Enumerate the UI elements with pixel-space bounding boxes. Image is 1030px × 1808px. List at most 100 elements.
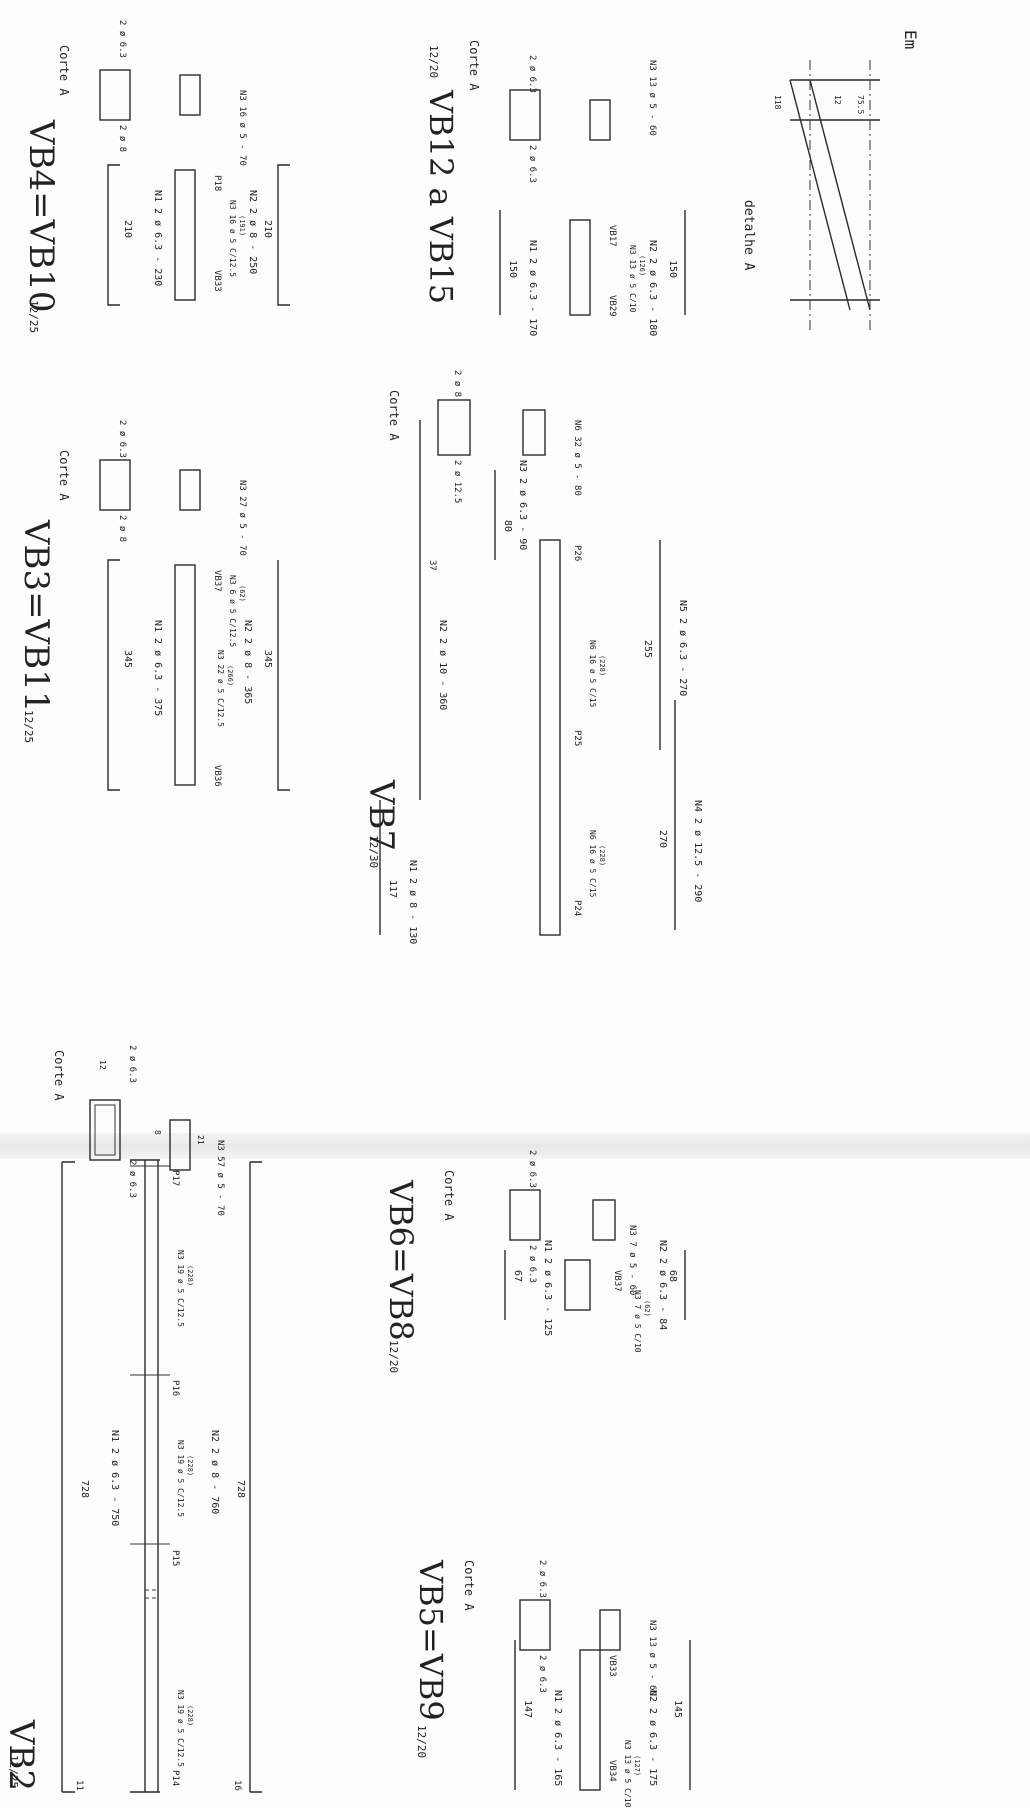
vb4-n2-bar	[277, 164, 290, 306]
vb5-corte-section	[519, 1599, 551, 1651]
vb2-n1-hook: 11	[74, 1780, 84, 1791]
vb2-group: VB2 12/25 11 728 N1 2 ø 6.3 - 750 P14 P1…	[1, 1045, 262, 1793]
vb5-stirrup: N3 13 ø 5 C/10	[623, 1740, 632, 1808]
vb7-n5-label: N5 2 ø 6.3 - 270	[677, 600, 688, 696]
detail-a-label: detalhe A	[741, 200, 756, 271]
vb2-section: 12/25	[7, 1755, 20, 1788]
vb3-n3-label: N3 27 ø 5 - 70	[237, 480, 247, 556]
vb2-n1-label: N1 2 ø 6.3 - 750	[109, 1430, 120, 1526]
vb7-stirrup-1: N6 16 ø 5 C/15	[588, 830, 597, 898]
vb4-pillar-label: P18	[212, 175, 222, 191]
vb4-n1-bar	[107, 164, 120, 306]
vb5-n2-label: N2 2 ø 6.3 - 175	[647, 1690, 658, 1786]
vb4-title: VB4=VB10	[21, 119, 61, 312]
vb4-stirrup-sub: (191)	[238, 215, 246, 236]
vb12-corte-2	[589, 99, 611, 141]
vb7-n6-label: N6 32 ø 5 - 80	[572, 420, 582, 496]
vb7-title: VB7	[361, 779, 401, 851]
vb2-n2-length: 728	[235, 1480, 246, 1498]
vb6-group: VB6=VB8 12/20 67 N1 2 ø 6.3 - 125 VB37 N…	[382, 1150, 686, 1373]
vb7-n1-label: N1 2 ø 8 - 130	[407, 860, 418, 944]
vb3-n1-length: 345	[122, 650, 133, 668]
vb6-n2-length: 68	[667, 1270, 678, 1282]
detail-a-frame	[789, 79, 880, 311]
vb5-n2-length: 145	[672, 1700, 683, 1718]
vb6-beam	[564, 1259, 591, 1311]
vb12-beam	[569, 219, 591, 316]
vb12-corte-title: Corte A	[467, 40, 481, 91]
vb3-n1-label: N1 2 ø 6.3 - 375	[152, 620, 163, 716]
vb2-splice	[145, 1589, 158, 1599]
corner-text: Em	[901, 30, 920, 49]
vb5-n3-label: N3 13 ø 5 - 60	[647, 1620, 657, 1696]
detail-a-dim-1: 118	[773, 95, 782, 110]
vb2-n2-hook: 16	[232, 1780, 242, 1791]
vb4-beam-label: VB33	[212, 270, 222, 292]
vb3-beam-b: VB37	[212, 570, 222, 592]
vb7-pillar-2: P25	[572, 730, 582, 746]
vb6-corte-bottom-bars: 2 ø 6.3	[527, 1245, 537, 1283]
vb3-beam	[174, 564, 196, 786]
vb5-corte-bottom-bars: 2 ø 6.3	[537, 1655, 547, 1693]
vb7-n5-length: 255	[642, 640, 653, 658]
vb4-n1-length: 210	[122, 220, 133, 238]
vb2-pillar-lines	[130, 1165, 170, 1545]
vb12-stirrup: N3 13 ø 5 C/10	[628, 245, 637, 313]
vb12-section: 12/20	[427, 45, 440, 78]
vb5-section: 12/20	[415, 1725, 428, 1758]
vb7-pillar-1: P24	[572, 900, 582, 916]
vb6-title: VB6=VB8	[382, 1179, 420, 1341]
vb3-corte-section	[99, 459, 131, 511]
vb6-beam-label: VB37	[612, 1270, 622, 1292]
vb3-corte-2	[179, 469, 201, 511]
detail-a-axes	[809, 60, 871, 330]
vb12-corte-section	[509, 89, 541, 141]
vb4-n2-label: N2 2 ø 8 - 250	[247, 190, 258, 274]
vb7-stirrup-2: N6 16 ø 5 C/15	[588, 640, 597, 708]
vb2-corte-title: Corte A	[52, 1050, 66, 1101]
vb2-n2-bar	[249, 1161, 262, 1793]
vb5-title: VB5=VB9	[412, 1559, 450, 1721]
vb2-corte2-height: 21	[196, 1135, 205, 1145]
vb3-stirrup-1-sub: (266)	[226, 665, 234, 686]
vb6-corte-section	[509, 1189, 541, 1241]
vb2-pillar-1: P14	[170, 1770, 180, 1786]
vb6-stirrup: N3 7 ø 5 C/10	[633, 1290, 642, 1353]
vb4-corte-bottom-bars: 2 ø 8	[117, 125, 127, 152]
vb5-beam-a: VB33	[607, 1655, 617, 1677]
vb7-corte-section	[437, 399, 471, 456]
vb7-n4-length: 270	[657, 830, 668, 848]
vb7-corte-2	[522, 409, 546, 456]
vb2-pillar-3: P16	[170, 1380, 180, 1396]
vb6-section: 12/20	[387, 1340, 400, 1373]
vb7-n3-length: 80	[502, 520, 513, 532]
vb3-n2-bar	[277, 560, 290, 791]
vb3-title: VB3=VB11	[16, 519, 56, 712]
vb12-corte-bottom-bars: 2 ø 6.3	[527, 145, 537, 183]
vb7-n1-length: 117	[387, 880, 398, 898]
vb2-corte-section	[89, 1099, 121, 1161]
vb2-corte-stirrup	[94, 1104, 116, 1156]
vb3-corte-top-bars: 2 ø 6.3	[117, 420, 127, 458]
vb12-beam-b: VB29	[607, 295, 617, 317]
vb2-stirrup-2: N3 19 ø 5 C/12.5	[176, 1440, 185, 1517]
vb12-corte-top-bars: 2 ø 6.3	[527, 55, 537, 93]
vb7-beam	[539, 539, 561, 936]
vb7-pillar-3: P26	[572, 545, 582, 561]
vb3-corte-title: Corte A	[57, 450, 71, 501]
vb12-n2-label: N2 2 ø 6.3 - 180	[647, 240, 658, 336]
vb2-beam-ends	[130, 1159, 160, 1793]
vb3-stirrup-1: N3 22 ø 5 C/12.5	[216, 650, 225, 727]
vb7-n2-mark: 37	[427, 560, 437, 571]
vb7-group: VB7 12/30 117 N1 2 ø 8 - 130 N2 2 ø 10 -…	[361, 370, 703, 944]
vb4-group: VB4=VB10 12/25 210 N1 2 ø 6.3 - 230 VB33…	[21, 20, 290, 333]
vb7-n3-label: N3 2 ø 6.3 - 90	[517, 460, 528, 550]
vb6-corte-title: Corte A	[442, 1170, 456, 1221]
vb2-title: VB2	[1, 1719, 41, 1791]
vb2-corte-width: 12	[98, 1060, 107, 1070]
vb6-corte-top-bars: 2 ø 6.3	[527, 1150, 537, 1188]
vb3-stirrup-2: N3 6 ø 5 C/12.5	[228, 575, 237, 647]
vb6-n3-label: N3 7 ø 5 - 60	[627, 1225, 637, 1295]
